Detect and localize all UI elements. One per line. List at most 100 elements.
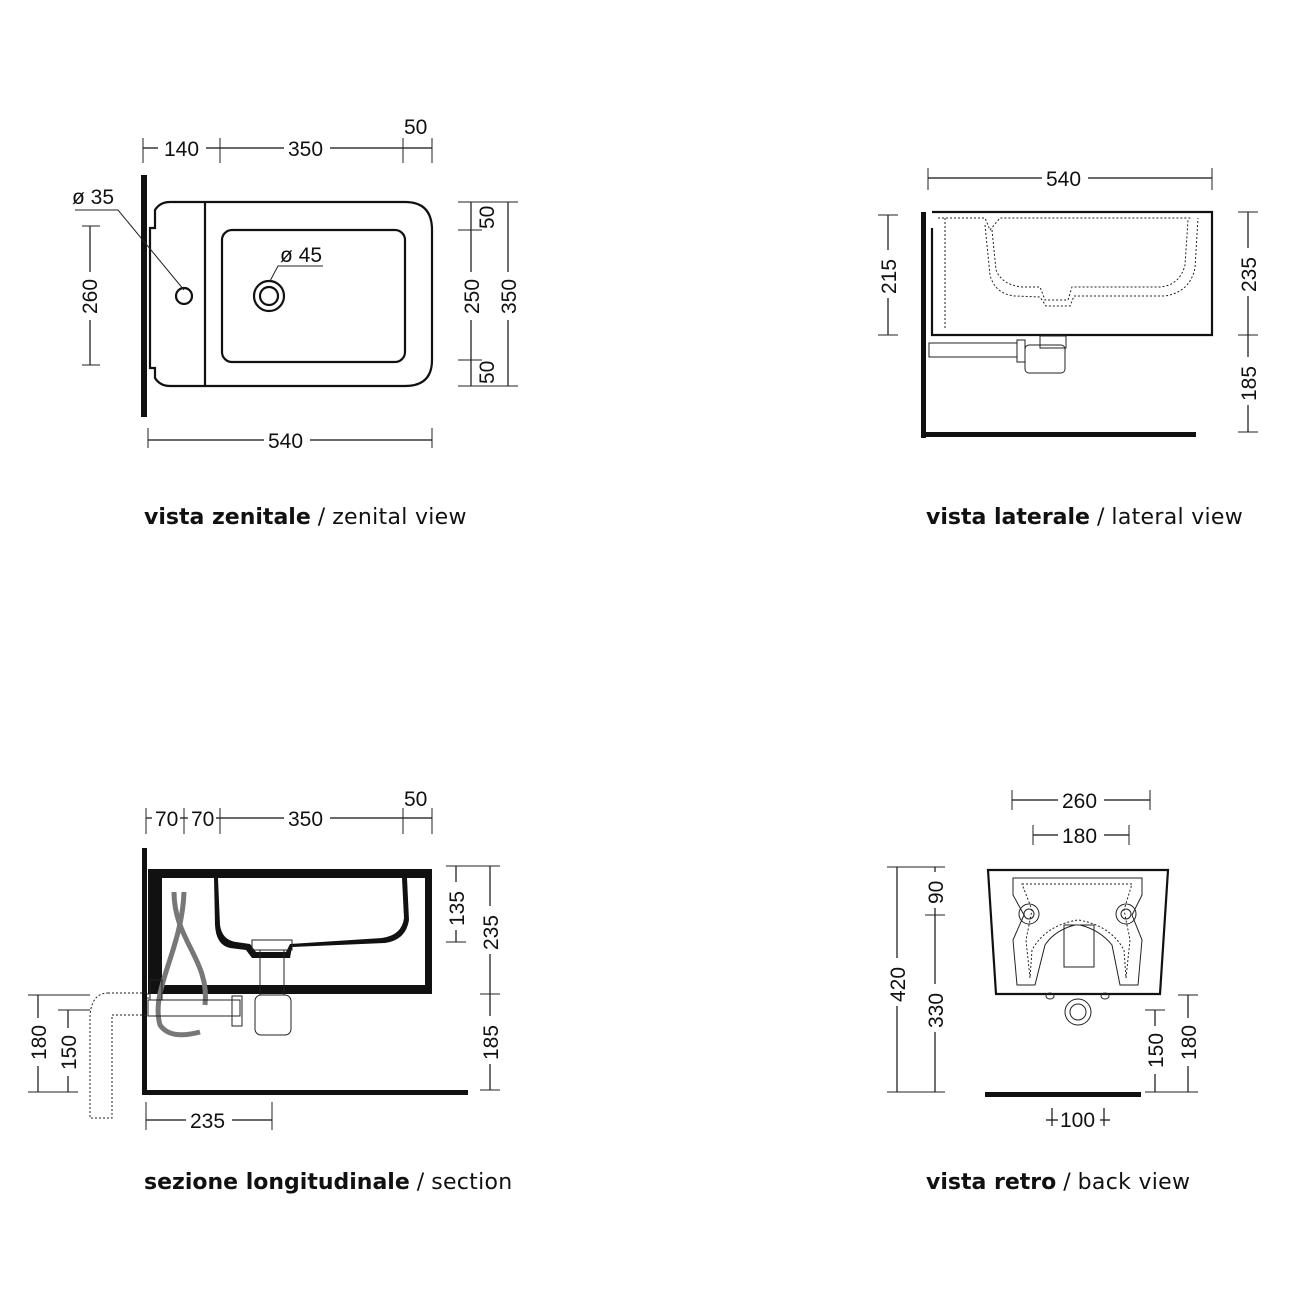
section-floor [142,1090,468,1095]
zenital-view: ø 35 ø 45 140 350 50 260 50 250 350 50 [72,116,521,453]
lateral-hidden-top [938,217,1192,231]
label-mask [188,806,216,830]
back-inlet [1063,924,1095,968]
section-bowl-cavity [218,878,404,952]
lateral-view: 540 215 235 185 [874,164,1262,438]
label-mask [477,906,503,954]
back-view: 260 180 420 90 330 150 180 100 [884,786,1201,1132]
dim-50-top: 50 [476,206,499,229]
label-mask [158,135,206,159]
waste-nut [231,995,243,1027]
waste-pipe [147,999,241,1017]
label-mask [1175,1018,1201,1066]
dim-235: 235 [1238,257,1261,292]
caption-section-it: sezione longitudinale [144,1170,410,1195]
dim-540: 540 [1046,168,1081,191]
dim-100: 100 [1060,1109,1095,1132]
dim-dia45: ø 45 [280,244,322,267]
dim-235-bottom: 235 [190,1110,225,1133]
label-mask [264,428,310,452]
dim-70a: 70 [155,808,178,831]
tap-hole [174,286,194,306]
zenital-wall [141,175,147,417]
dim-150: 150 [1145,1033,1168,1068]
drain-inner [258,285,280,307]
label-mask [1058,1107,1100,1131]
label-mask [1234,248,1262,296]
dim-250: 250 [461,279,484,314]
section-inner-void [170,878,420,980]
dim-420: 420 [887,967,910,1002]
dim-350: 350 [288,138,323,161]
dim-180-top: 180 [1062,825,1097,848]
dim-180-right: 180 [1178,1025,1201,1060]
lateral-floor [921,432,1196,437]
dim-260: 260 [79,279,102,314]
zenital-bowl [220,228,407,364]
label-mask [25,1018,51,1066]
waste-pipe [928,342,1018,358]
caption-back: vista retro / back view [926,1170,1190,1195]
dim-135: 135 [446,891,469,926]
label-mask [495,272,521,320]
label-mask [1058,786,1104,812]
label-mask [1234,357,1262,405]
caption-back-sep: / [1063,1170,1071,1195]
label-mask [55,1028,81,1076]
section-wall [142,848,147,1094]
dim-185: 185 [480,1025,503,1060]
dim-150: 150 [58,1035,81,1070]
back-frame-inner [1021,883,1133,979]
waste-hole-inner [1069,1003,1087,1021]
dim-50: 50 [404,116,427,139]
caption-back-it: vista retro [926,1170,1057,1195]
waste-hole [1064,998,1092,1026]
label-mask [874,250,902,298]
caption-back-en: back view [1077,1170,1191,1195]
waste-pipe-nut [1016,339,1026,363]
fixing-right [1115,903,1137,925]
trap [254,994,292,1036]
dim-70b: 70 [191,808,214,831]
dim-235-right: 235 [480,915,503,950]
leader-dia35 [75,209,185,291]
caption-zenital-it: vista zenitale [144,505,311,530]
caption-section-en: section [431,1170,513,1195]
fixing-left [1018,903,1040,925]
caption-lateral-en: lateral view [1111,505,1244,530]
trap-neck [1039,335,1067,349]
caption-zenital: vista zenitale / zenital view [144,505,467,530]
back-frame [1012,877,1143,986]
dim-50-bottom: 50 [476,361,499,384]
dim-180: 180 [28,1025,51,1060]
label-mask [477,1016,503,1064]
label-mask [152,806,180,830]
caption-section: sezione longitudinale / section [144,1170,513,1195]
back-floor [985,1092,1141,1097]
dim-350-right: 350 [498,279,521,314]
label-mask [922,872,948,908]
dim-90: 90 [925,881,948,904]
dim-140: 140 [164,138,199,161]
label-mask [1058,821,1104,847]
trap-body [1024,344,1066,374]
lateral-wall [921,212,926,438]
hose-2 [155,891,201,1038]
section-view: 70 70 350 50 135 235 185 180 150 235 [25,788,503,1133]
fixing-left-inner [1023,908,1035,920]
caption-zenital-sep: / [317,505,326,530]
dim-540: 540 [268,430,303,453]
hose-1 [171,891,208,1006]
caption-lateral-sep: / [1096,505,1105,530]
label-mask [186,1108,232,1132]
dim-350: 350 [288,808,323,831]
label-mask [458,272,484,320]
dim-dia35: ø 35 [72,186,114,209]
lateral-hidden-bowl [991,219,1189,301]
zenital-basin-outline [148,200,434,388]
fixing-right-inner [1120,908,1132,920]
dashed-waste [89,992,149,1119]
label-mask [284,135,330,159]
label-mask [284,806,330,830]
dim-260: 260 [1062,790,1097,813]
